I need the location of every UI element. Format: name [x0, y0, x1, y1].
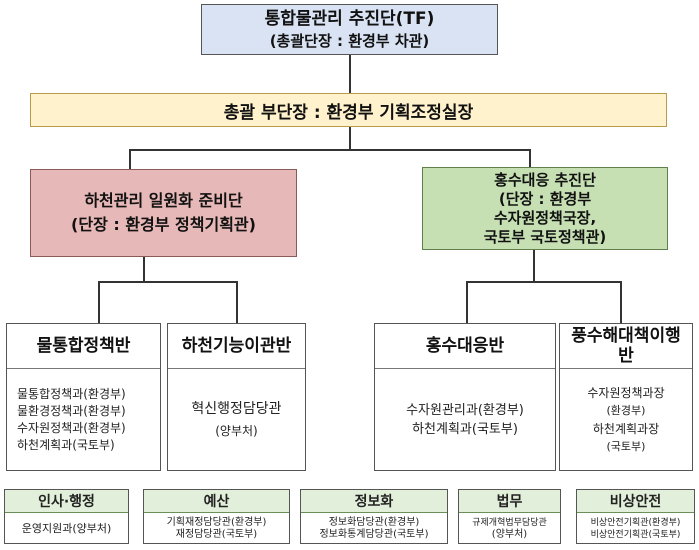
team-member: 수자원관리과(환경부) — [406, 402, 524, 418]
flood-group-line: 국토부 국토정책관) — [483, 227, 607, 246]
connector-line — [98, 281, 100, 323]
team-members: 수자원관리과(환경부) 하천계획과(국토부) — [375, 369, 555, 470]
team-member: 물환경정책과(환경부) — [17, 403, 126, 418]
team-member: (양부처) — [215, 423, 258, 438]
team-name: 풍수해대책이행반 — [560, 324, 692, 369]
river-group-subtitle: (단장 : 환경부 정책기획관) — [71, 215, 256, 234]
team-members: 물통합정책과(환경부) 물환경정책과(환경부) 수자원정책과(환경부) 하천계획… — [7, 369, 160, 470]
support-unit-name: 법무 — [459, 490, 560, 513]
support-unit-name: 인사·행정 — [5, 490, 128, 513]
team-panel: 홍수대응반 수자원관리과(환경부) 하천계획과(국토부) — [374, 323, 556, 471]
team-members: 수자원정책과장 (환경부) 하천계획과장 (국토부) — [560, 369, 692, 470]
support-unit-members: 비상안전기획관(환경부) 비상안전기획관(국토부) — [577, 513, 694, 544]
team-member: 하천계획과(국토부) — [412, 421, 518, 437]
team-panel: 풍수해대책이행반 수자원정책과장 (환경부) 하천계획과장 (국토부) — [559, 323, 693, 471]
team-member: 하천계획과장 — [592, 421, 660, 436]
support-member: 비상안전기획관(환경부) — [590, 517, 681, 528]
support-unit: 법무 규제개혁법무담당관 (양부처) — [458, 489, 561, 544]
support-unit-members: 정보화담당관(환경부) 정보화통계담당관(국토부) — [301, 513, 447, 544]
support-member: 기획재정담당관(환경부) — [166, 516, 267, 528]
support-unit-members: 규제개혁법무담당관 (양부처) — [459, 513, 560, 544]
connector-line — [533, 250, 535, 282]
team-member: 수자원정책과장 — [587, 385, 665, 400]
top-head-box: 통합물관리 추진단(TF) (총괄단장 : 환경부 차관) — [201, 4, 498, 55]
connector-line — [620, 281, 622, 323]
connector-line — [349, 127, 351, 149]
support-unit-members: 운영지원과(양부처) — [5, 513, 128, 544]
team-panel: 하천기능이관반 혁신행정담당관 (양부처) — [167, 323, 306, 471]
connector-line — [129, 149, 131, 169]
team-member: (환경부) — [606, 403, 646, 417]
flood-group-line: 수자원정책국장, — [493, 208, 597, 227]
support-unit: 인사·행정 운영지원과(양부처) — [4, 489, 129, 544]
connector-line — [236, 281, 238, 323]
connector-line — [466, 281, 622, 283]
connector-line — [349, 55, 351, 93]
support-unit-name: 예산 — [144, 490, 289, 513]
flood-group-box: 홍수대응 추진단 (단장 : 환경부 수자원정책국장, 국토부 국토정책관) — [422, 167, 668, 250]
connector-line — [466, 281, 468, 323]
support-member: (양부처) — [491, 528, 528, 540]
top-head-title: 통합물관리 추진단(TF) — [264, 8, 435, 29]
support-unit-members: 기획재정담당관(환경부) 재정담당관(국토부) — [144, 513, 289, 544]
support-member: 운영지원과(양부처) — [21, 521, 112, 535]
river-group-title: 하천관리 일원화 준비단 — [84, 191, 243, 210]
support-unit: 예산 기획재정담당관(환경부) 재정담당관(국토부) — [143, 489, 290, 544]
support-member: 재정담당관(국토부) — [175, 528, 258, 540]
team-member: 수자원정책과(환경부) — [17, 420, 126, 435]
support-unit: 정보화 정보화담당관(환경부) 정보화통계담당관(국토부) — [300, 489, 448, 544]
connector-line — [98, 281, 238, 283]
support-unit-name: 정보화 — [301, 490, 447, 513]
flood-group-title: 홍수대응 추진단 — [494, 170, 596, 189]
team-member: 물통합정책과(환경부) — [17, 386, 126, 401]
support-unit: 비상안전 비상안전기획관(환경부) 비상안전기획관(국토부) — [576, 489, 695, 544]
team-name: 하천기능이관반 — [168, 324, 305, 369]
deputy-label: 총괄 부단장 : 환경부 기획조정실장 — [223, 102, 474, 123]
team-name: 홍수대응반 — [375, 324, 555, 369]
support-member: 규제개혁법무담당관 — [472, 517, 547, 528]
connector-line — [129, 149, 530, 151]
connector-line — [529, 149, 531, 167]
team-name: 물통합정책반 — [7, 324, 160, 369]
team-members: 혁신행정담당관 (양부처) — [168, 369, 305, 470]
team-panel: 물통합정책반 물통합정책과(환경부) 물환경정책과(환경부) 수자원정책과(환경… — [6, 323, 161, 471]
support-member: 정보화담당관(환경부) — [328, 516, 420, 528]
deputy-bar: 총괄 부단장 : 환경부 기획조정실장 — [30, 93, 667, 127]
support-unit-name: 비상안전 — [577, 490, 694, 513]
team-member: 하천계획과(국토부) — [17, 437, 115, 452]
support-member: 정보화통계담당관(국토부) — [319, 528, 429, 540]
team-member: (국토부) — [606, 439, 646, 453]
support-member: 비상안전기획관(국토부) — [590, 529, 681, 540]
river-group-box: 하천관리 일원화 준비단 (단장 : 환경부 정책기획관) — [30, 169, 297, 257]
team-member: 혁신행정담당관 — [191, 400, 282, 417]
flood-group-line: (단장 : 환경부 — [498, 189, 592, 208]
connector-line — [143, 257, 145, 282]
top-head-subtitle: (총괄단장 : 환경부 차관) — [269, 31, 430, 50]
